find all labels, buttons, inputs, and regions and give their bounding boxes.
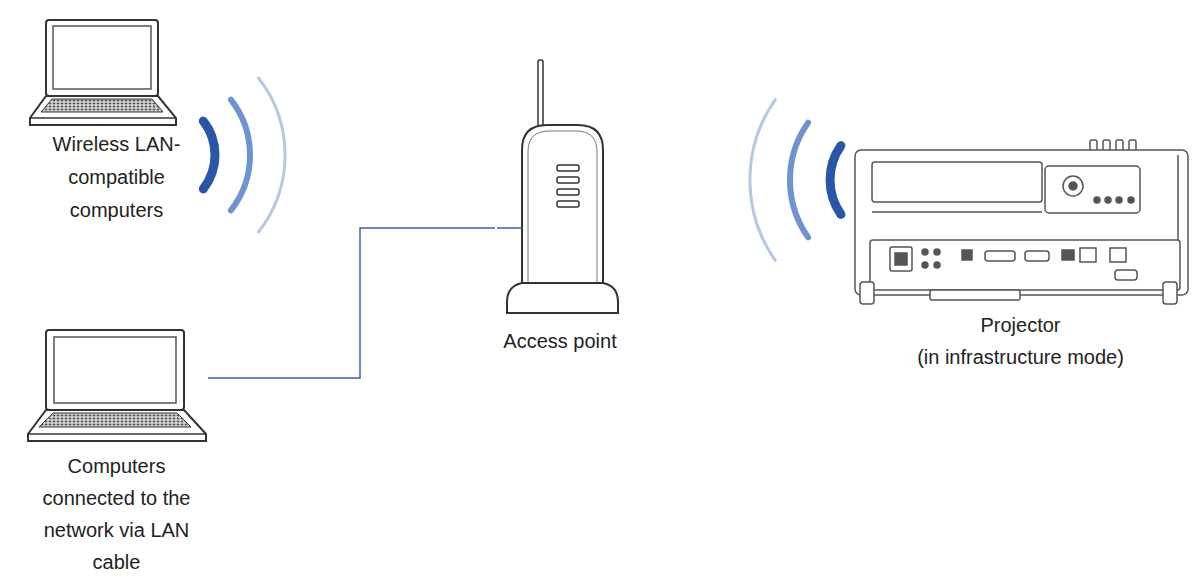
computer-label-block: Wireless LAN-compatible computers (25, 15, 208, 227)
access-point-icon (497, 60, 618, 313)
device-caption: (in infrastructure mode) (848, 341, 1193, 373)
device-caption: Computers connected to the network via L… (31, 450, 203, 578)
device-caption: Projector (847, 309, 1194, 341)
lan-cable (208, 228, 495, 378)
device-caption: Access point (496, 325, 624, 357)
wireless-waves (203, 78, 285, 232)
device-caption: Wireless LAN-compatible computers (31, 128, 203, 227)
laptop-icon (28, 330, 206, 441)
laptop-icon (30, 20, 176, 125)
wireless-waves (750, 100, 841, 261)
device-label-block: Projector(in infrastructure mode) (846, 135, 1195, 373)
device-label-block: Access point (495, 55, 625, 357)
projector-icon (855, 140, 1188, 304)
computer-label-block: Computers connected to the network via L… (25, 325, 208, 578)
